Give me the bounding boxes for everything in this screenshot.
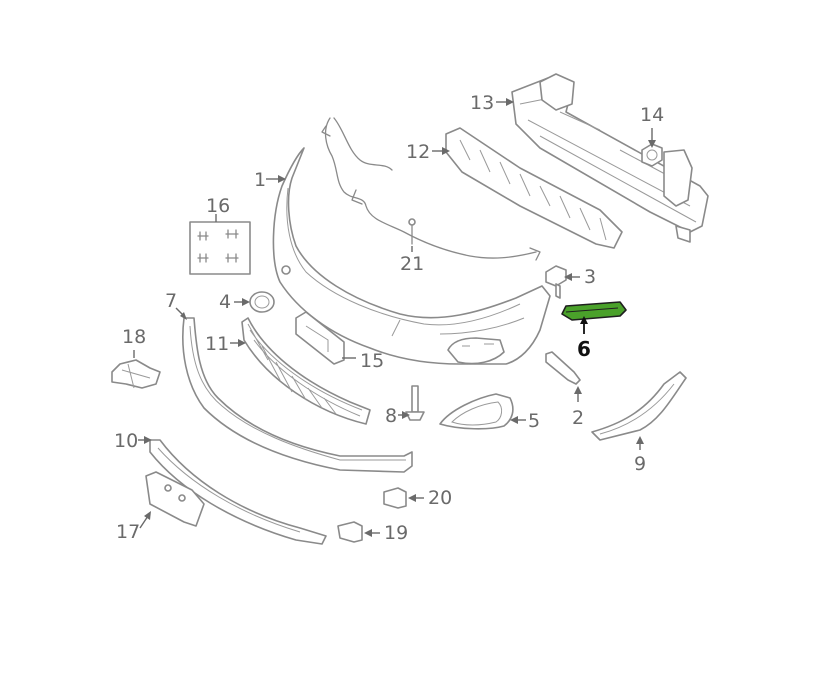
part-9-corner-trim: [591, 371, 687, 441]
part-15-license-bracket: [295, 311, 345, 365]
callout-21-label: 21: [400, 253, 424, 275]
part-10-lower-spoiler: [149, 439, 327, 545]
callout-19: 19: [364, 522, 408, 544]
callout-20: 20: [408, 487, 452, 509]
callout-21: 21: [400, 253, 424, 275]
part-2-bracket: [545, 351, 581, 385]
callout-20-label: 20: [428, 487, 452, 509]
callout-1: 1: [254, 169, 286, 191]
callout-10-label: 10: [114, 430, 138, 452]
part-12-energy-absorber: [445, 127, 623, 249]
callout-16: 16: [206, 195, 230, 217]
callout-11-label: 11: [205, 333, 229, 355]
part-11-lower-grille: [241, 317, 371, 425]
callout-4-label: 4: [219, 291, 231, 313]
callout-2: 2: [572, 386, 584, 429]
callout-1-label: 1: [254, 169, 266, 191]
callout-18: 18: [122, 326, 146, 358]
callout-19-label: 19: [384, 522, 408, 544]
callout-5: 5: [510, 410, 540, 432]
callout-6-label: 6: [577, 337, 591, 361]
part-18-mount-bracket: [111, 359, 161, 389]
part-6-shape: [561, 301, 627, 321]
callout-3-label: 3: [584, 266, 596, 288]
part-21-wiring-harness: [321, 117, 541, 261]
part-8-pin: [405, 385, 425, 421]
callout-5-label: 5: [528, 410, 540, 432]
part-17-skid-bracket: [145, 471, 205, 527]
part-6-highlighted-bracket: [561, 301, 627, 321]
part-4-tow-eye-cap: [249, 291, 275, 313]
callout-4: 4: [219, 291, 250, 313]
callout-10: 10: [114, 430, 152, 452]
callout-16-label: 16: [206, 195, 230, 217]
callout-2-label: 2: [572, 407, 584, 429]
part-19-clip: [337, 521, 363, 543]
part-16-screw-kit: [189, 221, 251, 275]
part-3-bolt: [545, 265, 567, 299]
callout-17: 17: [116, 511, 151, 543]
part-5-fog-lamp-bezel: [439, 393, 514, 430]
callout-9: 9: [634, 436, 646, 475]
part-1-bumper-cover: [272, 147, 551, 365]
callout-12-label: 12: [406, 141, 430, 163]
callout-13-label: 13: [470, 92, 494, 114]
callout-18-label: 18: [122, 326, 146, 348]
callout-7: 7: [165, 290, 187, 320]
callout-14-label: 14: [640, 104, 664, 126]
callout-15-label: 15: [360, 350, 384, 372]
part-13-bumper-reinforcement: [511, 73, 709, 243]
part-20-clip: [383, 487, 407, 509]
callout-17-label: 17: [116, 521, 140, 543]
callout-3: 3: [564, 266, 596, 288]
part-7-lower-valance: [182, 317, 413, 473]
callout-14: 14: [640, 104, 664, 148]
callout-13: 13: [470, 92, 514, 114]
callout-8: 8: [385, 405, 410, 427]
callout-15: 15: [342, 350, 384, 372]
callout-9-label: 9: [634, 453, 646, 475]
callout-8-label: 8: [385, 405, 397, 427]
callout-7-label: 7: [165, 290, 177, 312]
callout-11: 11: [205, 333, 246, 355]
callout-12: 12: [406, 141, 450, 163]
callout-6: 6: [577, 316, 591, 361]
